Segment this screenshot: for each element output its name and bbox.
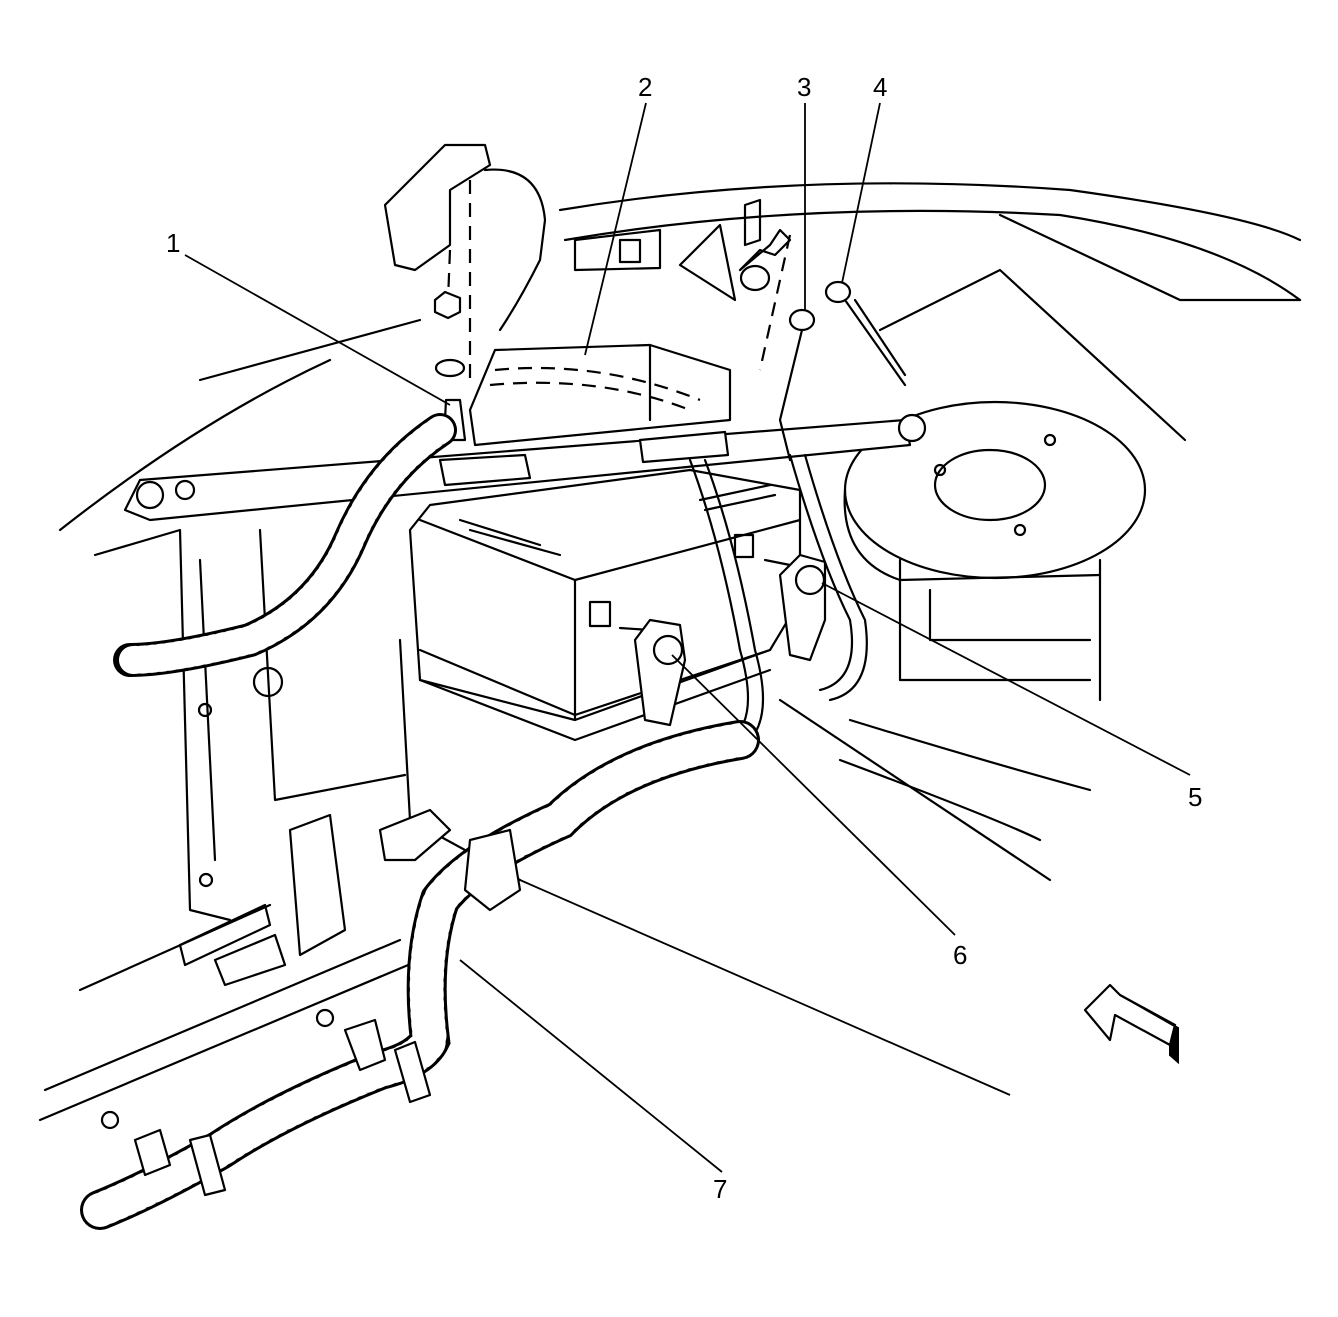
battery-tray-cover [468, 343, 732, 447]
leader-lines [184, 102, 1191, 1173]
callout-6: 6 [953, 940, 967, 970]
callout-7: 7 [713, 1174, 727, 1204]
callout-1: 1 [166, 228, 180, 258]
wiring-harness-conduit [80, 413, 760, 1230]
callouts: 1 2 3 4 5 6 7 [166, 72, 1202, 1204]
battery [408, 468, 802, 742]
battery-hold-down-bracket [123, 413, 927, 522]
battery-terminal-cables [618, 453, 868, 747]
callout-2: 2 [638, 72, 652, 102]
hold-down-fasteners [383, 143, 547, 442]
view-direction-arrow-icon [1083, 983, 1179, 1065]
callout-3: 3 [797, 72, 811, 102]
strut-tower [843, 400, 1147, 582]
callout-5: 5 [1188, 782, 1202, 812]
callout-4: 4 [873, 72, 887, 102]
ground-eyelets [738, 198, 907, 462]
